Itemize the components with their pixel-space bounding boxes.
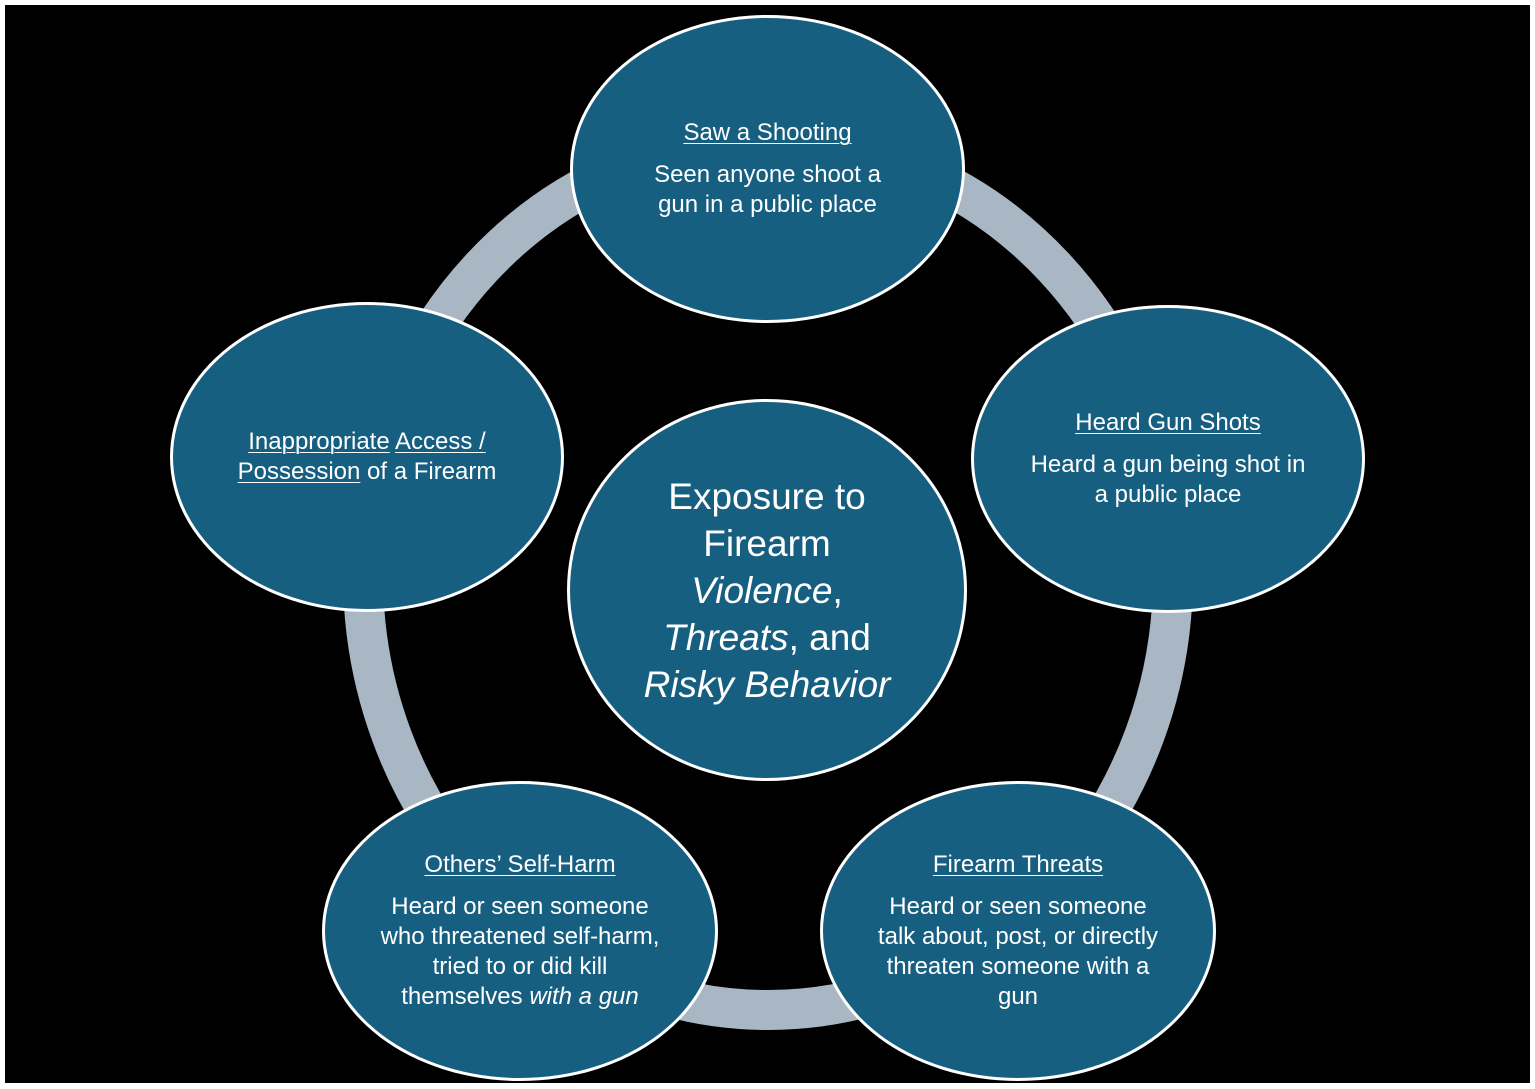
node-others-self-harm-desc-italic: with a gun (529, 983, 639, 1010)
node-inappropriate-access-title-2: Access / (395, 428, 486, 455)
node-firearm-threats-desc: Heard or seen someone talk about, post, … (877, 893, 1159, 1010)
center-line-1: Exposure to (668, 475, 866, 517)
node-others-self-harm: Others’ Self-Harm Heard or seen someone … (322, 781, 718, 1081)
node-heard-gun-shots-desc: Heard a gun being shot in a public place (1030, 451, 1306, 508)
center-comma-and: , and (788, 616, 871, 658)
center-violence: Violence (691, 569, 833, 611)
node-inappropriate-access-title-3: Possession (237, 458, 361, 485)
node-saw-shooting-desc: Seen anyone shoot a gun in a public plac… (654, 161, 881, 218)
node-inappropriate-access: Inappropriate Access / Possession of a F… (170, 302, 564, 612)
center-threats: Threats (663, 616, 789, 658)
node-saw-shooting: Saw a Shooting Seen anyone shoot a gun i… (570, 15, 965, 323)
node-firearm-threats: Firearm Threats Heard or seen someone ta… (820, 781, 1216, 1081)
node-heard-gun-shots-title: Heard Gun Shots (1075, 409, 1261, 436)
diagram-canvas: Exposure to Firearm Violence, Threats, a… (5, 5, 1530, 1083)
center-line-2: Firearm (703, 522, 831, 564)
center-circle: Exposure to Firearm Violence, Threats, a… (567, 399, 967, 781)
center-risky-behavior: Risky Behavior (643, 663, 891, 705)
node-others-self-harm-title: Others’ Self-Harm (424, 851, 616, 878)
center-comma: , (832, 569, 843, 611)
node-inappropriate-access-title-4: of a Firearm (367, 458, 497, 485)
node-saw-shooting-title: Saw a Shooting (683, 119, 852, 146)
node-inappropriate-access-title-1: Inappropriate (248, 428, 390, 455)
node-firearm-threats-title: Firearm Threats (932, 851, 1104, 878)
node-heard-gun-shots: Heard Gun Shots Heard a gun being shot i… (971, 305, 1365, 613)
node-others-self-harm-desc: Heard or seen someone who threatened sel… (380, 893, 660, 1010)
